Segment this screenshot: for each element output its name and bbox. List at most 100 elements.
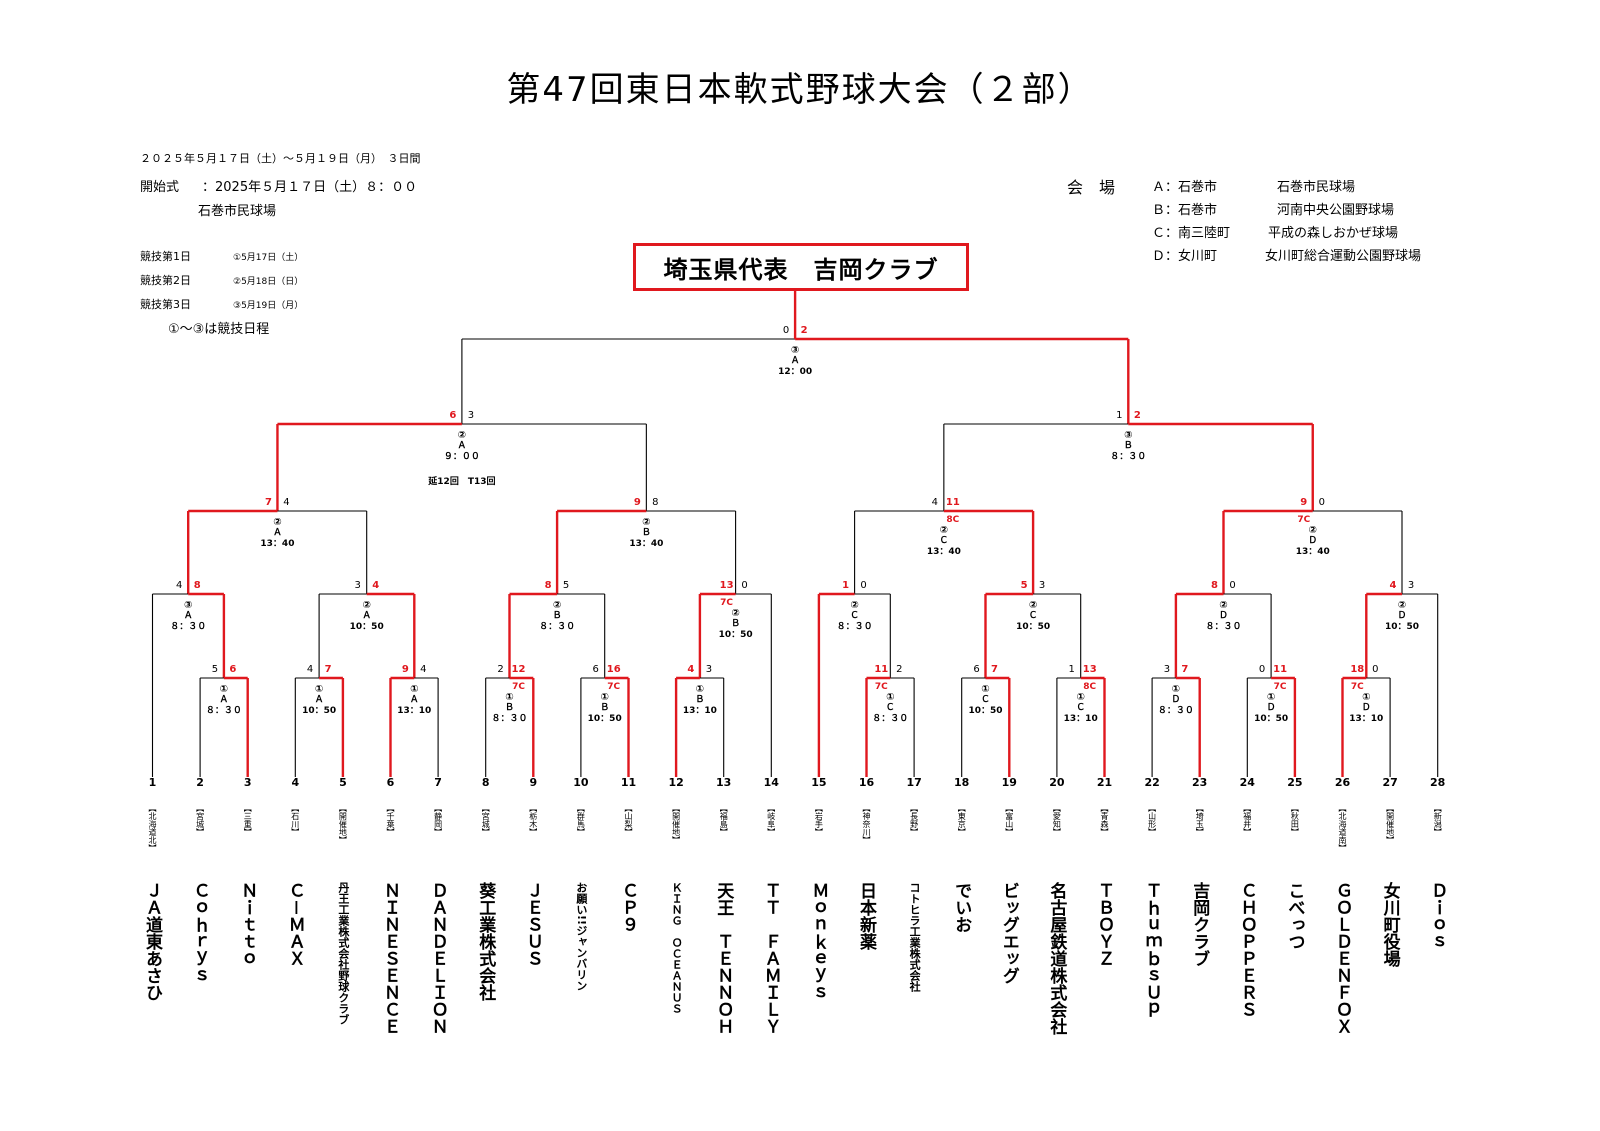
team-number: 19 bbox=[1001, 776, 1017, 789]
team-name: ＣＨＯＰＰＥＲＳ bbox=[1236, 882, 1257, 1018]
team-entry: 10【群馬】お願い!!ジャンバリン bbox=[566, 776, 596, 991]
team-entry: 8【宮城】葵工業株式会社 bbox=[471, 776, 501, 1001]
match-time: 13：40 bbox=[927, 547, 961, 557]
team-entry: 4【石川】Ｃ－ＭＡＸ bbox=[280, 776, 310, 967]
period-text: ２０２５年５月１７日（土）～５月１９日（月） ３日間 bbox=[140, 152, 421, 165]
team-number: 22 bbox=[1144, 776, 1160, 789]
match-day: ② bbox=[731, 608, 739, 619]
team-prefecture: 【東京】 bbox=[957, 804, 967, 836]
team-entry: 18【東京】でいお bbox=[947, 776, 977, 933]
match-time: ８：３０ bbox=[872, 713, 908, 724]
called-game-note: 8C bbox=[1083, 682, 1096, 692]
team-number: 8 bbox=[481, 776, 490, 789]
match-venue: Ｂ bbox=[642, 527, 651, 538]
match-time: ８：３０ bbox=[170, 621, 206, 632]
venue-a-name: 石巻市民球場 bbox=[1277, 180, 1356, 195]
match-time: 10：50 bbox=[302, 706, 336, 716]
called-game-note: 8C bbox=[946, 515, 959, 525]
called-game-note: 7C bbox=[1297, 515, 1310, 525]
venue-d-code: Ｄ：女川町 bbox=[1152, 249, 1218, 264]
score-right: 11 bbox=[946, 497, 960, 508]
schedule-note: ①～③は競技日程 bbox=[168, 322, 270, 337]
score-right: 8 bbox=[194, 580, 201, 591]
day2-label: 競技第2日 bbox=[140, 274, 191, 287]
match-day: ① bbox=[981, 684, 989, 695]
match-time: ８：３０ bbox=[1205, 621, 1241, 632]
called-game-note: 7C bbox=[607, 682, 620, 692]
team-entry: 1【北海道北】ＪＡ道東あさひ bbox=[138, 776, 168, 1001]
score-right: 7 bbox=[991, 664, 998, 675]
team-entry: 27【開催地】女川町役場 bbox=[1375, 776, 1405, 967]
score-right: 0 bbox=[860, 580, 866, 591]
score-right: 12 bbox=[512, 664, 526, 675]
team-number: 10 bbox=[573, 776, 589, 789]
score-left: 0 bbox=[783, 325, 789, 336]
match-day: ① bbox=[505, 692, 513, 703]
team-prefecture: 【宮城】 bbox=[481, 804, 491, 836]
team-prefecture: 【福島】 bbox=[719, 804, 729, 836]
team-number: 12 bbox=[668, 776, 684, 789]
match-venue: Ａ bbox=[457, 440, 466, 451]
score-right: 2 bbox=[896, 664, 902, 675]
team-number: 7 bbox=[434, 776, 442, 789]
team-name: Ｃｏｈｒｙｓ bbox=[189, 882, 210, 984]
match-day: ② bbox=[273, 517, 281, 528]
venue-b-code: Ｂ：石巻市 bbox=[1152, 203, 1218, 218]
match-time: ８：３０ bbox=[206, 705, 242, 716]
day3-value: ③5月19日（月） bbox=[233, 301, 304, 311]
team-prefecture: 【千葉】 bbox=[386, 804, 395, 836]
team-entry: 22【山形】ＴｈｕｍｂｓＵｐ bbox=[1137, 776, 1167, 1018]
team-name: ＮＩＮＥＳＥＮＣＥ bbox=[380, 882, 400, 1035]
team-entry: 28【新潟】Ｄｉｏｓ bbox=[1423, 776, 1453, 950]
page-title: 第47回東日本軟式野球大会（２部） bbox=[506, 70, 1094, 110]
team-prefecture: 【福井】 bbox=[1242, 804, 1252, 836]
venue-c-name: 平成の森しおかぜ球場 bbox=[1268, 226, 1399, 241]
team-name: ＧＯＬＤＥＮＦＯＸ bbox=[1332, 882, 1352, 1035]
team-name: 女川町役場 bbox=[1379, 882, 1400, 967]
match-day: ① bbox=[220, 684, 228, 695]
score-left: 1 bbox=[1069, 664, 1075, 675]
match-day: ② bbox=[1309, 525, 1317, 536]
team-name: ＤＡＮＤＥＬＩＯＮ bbox=[427, 882, 448, 1035]
team-entry: 17【長野】コトヒラ工業株式会社 bbox=[899, 776, 929, 992]
match-day: ① bbox=[1076, 692, 1084, 703]
match-venue: Ｂ bbox=[505, 702, 514, 713]
team-prefecture: 【北海道北】 bbox=[148, 804, 157, 852]
score-left: 9 bbox=[402, 664, 409, 675]
champion-text: 埼玉県代表 吉岡クラブ bbox=[663, 255, 939, 284]
match-day: ② bbox=[940, 525, 948, 536]
team-prefecture: 【秋田】 bbox=[1290, 804, 1300, 836]
match-day: ① bbox=[410, 684, 418, 695]
team-name: 日本新薬 bbox=[856, 882, 876, 950]
match-day: ① bbox=[1267, 692, 1275, 703]
score-right: 2 bbox=[1134, 410, 1141, 421]
team-entry: 24【福井】ＣＨＯＰＰＥＲＳ bbox=[1232, 776, 1262, 1018]
match-time: ８：３０ bbox=[1158, 705, 1194, 716]
score-right: 4 bbox=[283, 497, 289, 508]
team-entry: 14【岐阜】ＴＴ ＦＡＭＩＬＹ bbox=[756, 776, 786, 1035]
team-name: ＴＴ ＦＡＭＩＬＹ bbox=[760, 882, 781, 1035]
venue-a-code: Ａ：石巻市 bbox=[1152, 180, 1218, 195]
score-left: 13 bbox=[720, 580, 734, 591]
team-name: 吉岡クラブ bbox=[1189, 882, 1210, 967]
score-right: 2 bbox=[801, 325, 808, 336]
team-entry: 25【秋田】こべっつ bbox=[1280, 776, 1310, 950]
match-venue: Ｃ bbox=[1029, 610, 1038, 621]
team-name: 天王 ＴＥＮＮＯＨ bbox=[713, 882, 734, 1035]
score-left: 4 bbox=[687, 664, 694, 675]
match-time: 10：50 bbox=[719, 630, 753, 640]
venue-d-name: 女川町総合運動公園野球場 bbox=[1265, 249, 1422, 264]
score-right: 16 bbox=[607, 664, 621, 675]
team-entry: 9【栃木】ＪＥＳＵＳ bbox=[518, 776, 548, 967]
team-entry: 23【埼玉】吉岡クラブ bbox=[1185, 776, 1215, 967]
match-venue: Ｃ bbox=[939, 535, 948, 546]
match-day: ② bbox=[458, 430, 466, 441]
team-number: 28 bbox=[1430, 776, 1446, 789]
score-left: 1 bbox=[842, 580, 849, 591]
team-prefecture: 【青森】 bbox=[1100, 804, 1109, 836]
day1-label: 競技第1日 bbox=[140, 250, 191, 263]
team-name: Ｃ－ＭＡＸ bbox=[284, 882, 305, 967]
team-prefecture: 【開催地】 bbox=[338, 804, 348, 844]
team-entry: 13【福島】天王 ＴＥＮＮＯＨ bbox=[709, 776, 739, 1035]
